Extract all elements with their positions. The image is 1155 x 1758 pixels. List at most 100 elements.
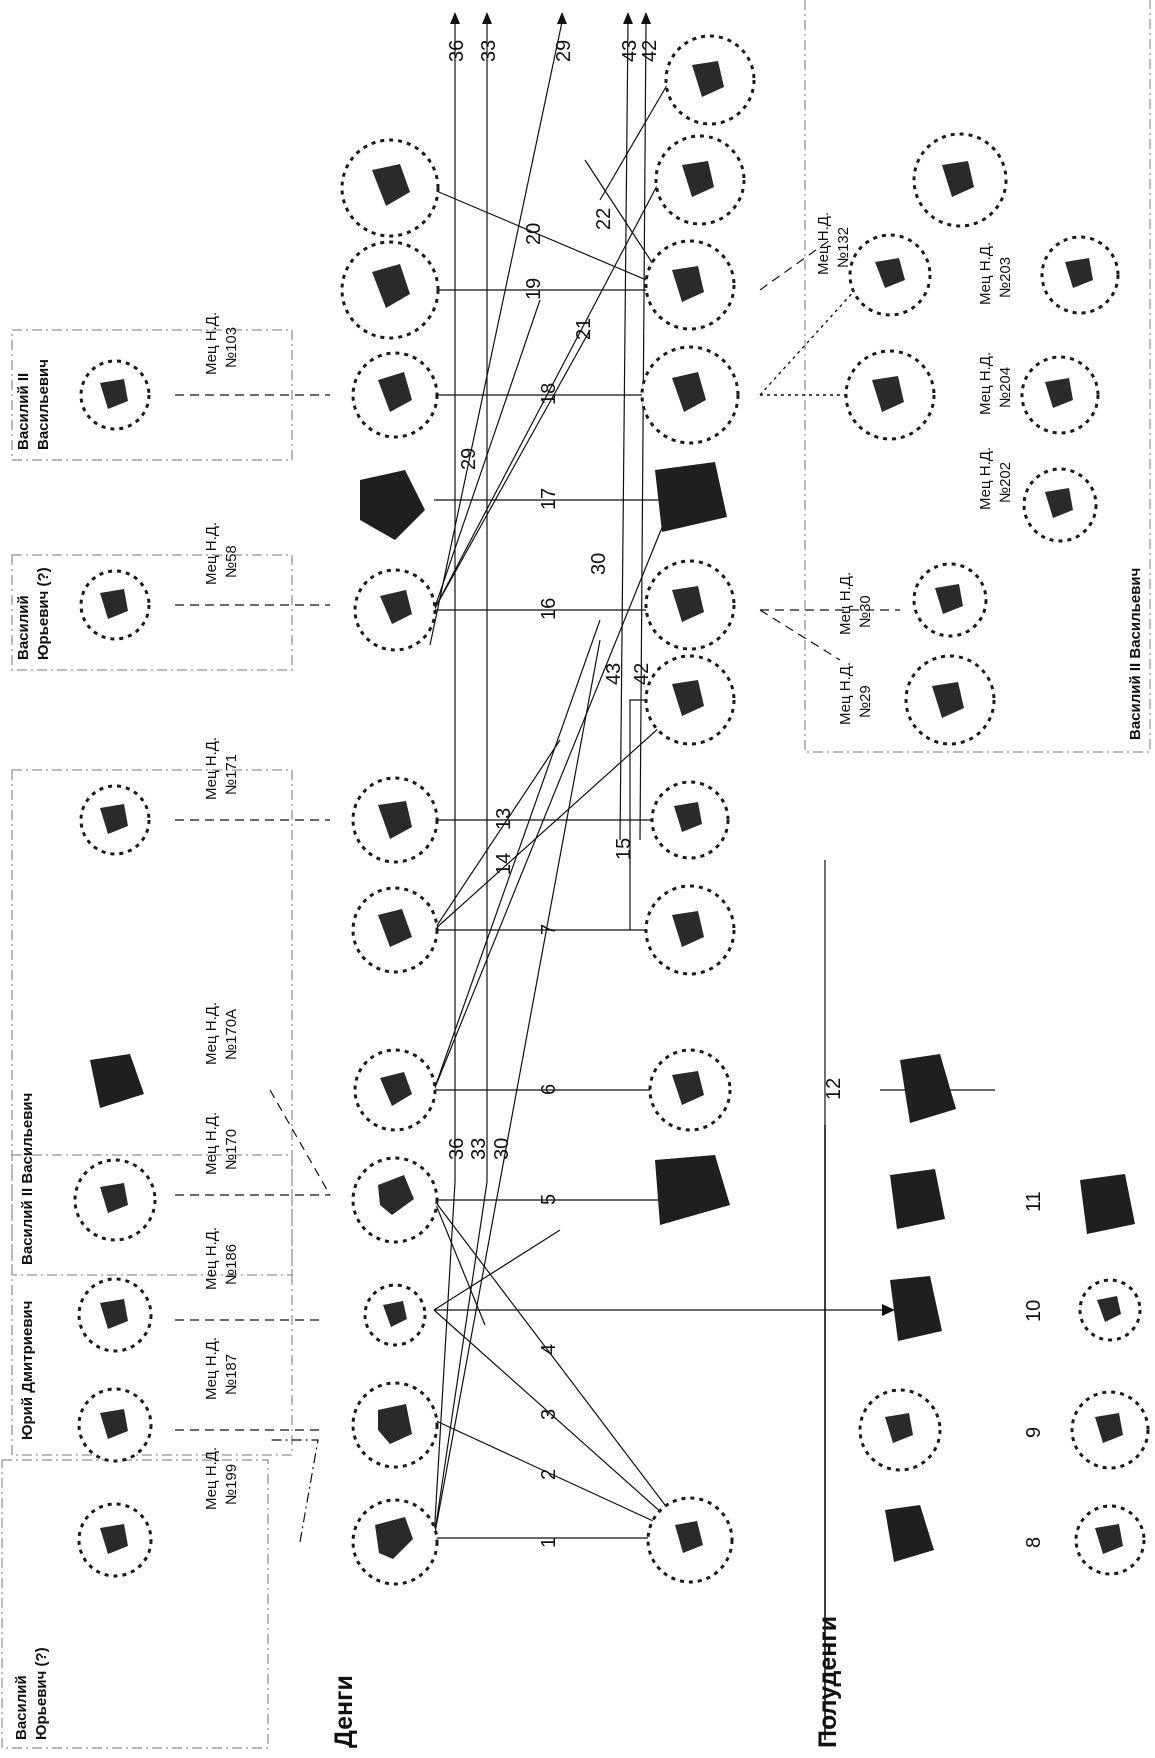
coin-den-2 [353, 1383, 437, 1467]
arrow-label-29: 29 [553, 40, 575, 62]
ref-170a-number: №170А [223, 1009, 240, 1060]
ref-132-author: Мец Н.Д. [815, 212, 832, 275]
coin-polu-12 [900, 1054, 956, 1123]
link-num-14: 14 [493, 853, 515, 875]
link-num-15: 15 [613, 838, 635, 860]
link-num-19: 19 [523, 278, 545, 300]
coin-ref-29 [906, 656, 994, 744]
coin-den-16 [355, 570, 435, 650]
link-num-42: 42 [631, 663, 653, 685]
ref-187-number: №187 [223, 1354, 240, 1395]
ruler-vasily-ii-right: Василий II Васильевич [1127, 568, 1144, 740]
link-num-30: 30 [588, 553, 610, 575]
ref-186-author: Мец Н.Д. [203, 1227, 220, 1290]
arrow-label-33: 33 [478, 40, 500, 62]
coin-den-4 [353, 1158, 437, 1242]
link-num-5: 5 [538, 1194, 560, 1205]
link-num-3: 3 [538, 1409, 560, 1420]
ruler-vasily-yurievich-top-1: Василий [15, 595, 32, 660]
coin-right-22 [666, 36, 754, 124]
coin-den-17 [360, 470, 425, 540]
coin-den-3 [365, 1285, 425, 1345]
coin-box-b [846, 351, 934, 439]
arrow-label-43: 43 [619, 40, 641, 62]
link-num-16: 16 [538, 598, 560, 620]
coin-ref-103 [81, 361, 149, 429]
ref-171-number: №171 [223, 754, 240, 795]
coin-den-7 [353, 888, 437, 972]
coin-den-19 [342, 242, 438, 338]
ref-103-author: Мец Н.Д. [203, 312, 220, 375]
coin-ref-187 [79, 1389, 151, 1461]
coin-polu-11b [1080, 1174, 1135, 1234]
arrow-top-labels: 36 33 29 43 42 [446, 40, 661, 62]
ruler-labels: Василий Юрьевич (?) Юрий Дмитриевич Васи… [13, 359, 1144, 1740]
coin-ref-170a [90, 1054, 144, 1108]
coin-right-21 [656, 136, 744, 224]
coin-right-7 [646, 886, 734, 974]
ref-186-number: №186 [223, 1244, 240, 1285]
ruler-vasily-ii-top-2: Васильевич [35, 359, 52, 450]
coin-ref-132 [914, 134, 1006, 226]
chain-label-36: 36 [446, 1138, 468, 1160]
coin-ref-171 [81, 786, 149, 854]
coin-ref-186 [79, 1279, 151, 1351]
coin-den-18 [353, 353, 437, 437]
link-num-2: 2 [538, 1469, 560, 1480]
ruler-vasily-yurievich-top-2: Юрьевич (?) [35, 567, 52, 660]
ref-170-number: №170 [223, 1129, 240, 1170]
coin-ref-204 [1022, 357, 1098, 433]
coin-den-20 [342, 140, 438, 236]
coin-polu-10a [890, 1276, 942, 1341]
ruler-yury-dmitrievich: Юрий Дмитриевич [19, 1301, 36, 1440]
ref-204-number: №204 [997, 367, 1014, 408]
ref-30-number: №30 [857, 595, 874, 628]
coin-polu-10b [1080, 1280, 1140, 1340]
link-num-10: 10 [1023, 1300, 1045, 1322]
coin-right-6 [650, 1050, 730, 1130]
coin-right-16 [646, 561, 734, 649]
ref-202-number: №202 [997, 462, 1014, 503]
coin-ref-170 [75, 1160, 155, 1240]
ref-170-author: Мец Н.Д. [203, 1112, 220, 1175]
link-num-22: 22 [593, 208, 615, 230]
ref-30-author: Мец Н.Д. [837, 572, 854, 635]
section-polu-dengi: Полуденги [814, 1616, 842, 1748]
section-dengi: Денги [330, 1675, 358, 1748]
chain-label-30: 30 [491, 1138, 513, 1160]
ref-203-author: Мец Н.Д. [977, 242, 994, 305]
ruler-vasily-ii-mid: Василий II Васильевич [19, 1093, 36, 1265]
link-num-43: 43 [603, 663, 625, 685]
coin-ref-30 [914, 564, 986, 636]
ruler-box-vasily-yurievich-top [12, 555, 292, 670]
ref-171-author: Мец Н.Д. [203, 737, 220, 800]
coin-right-18 [642, 347, 738, 443]
ref-29-number: №29 [857, 685, 874, 718]
coin-den-1 [353, 1500, 437, 1584]
link-num-20: 20 [523, 223, 545, 245]
ruler-vasily-ii-top-1: Василий II [15, 373, 32, 450]
ref-199-author: Мец Н.Д. [203, 1447, 220, 1510]
arrow-label-42: 42 [639, 40, 661, 62]
coin-den-13 [353, 778, 437, 862]
chain-label-33: 33 [468, 1138, 490, 1160]
ref-202-author: Мец Н.Д. [977, 447, 994, 510]
ref-187-author: Мец Н.Д. [203, 1337, 220, 1400]
coin-polu-8b [1076, 1506, 1144, 1574]
link-num-17: 17 [538, 488, 560, 510]
link-num-8: 8 [1023, 1537, 1045, 1548]
link-num-18: 18 [538, 383, 560, 405]
ruler-vasily-yurievich-left-1: Василий [13, 1675, 30, 1740]
link-num-21: 21 [573, 318, 595, 340]
link-num-12: 12 [823, 1078, 845, 1100]
coin-right-13 [652, 782, 728, 858]
coin-polu-11a [890, 1169, 945, 1229]
coin-ref-202 [1024, 469, 1096, 541]
link-num-13: 13 [493, 808, 515, 830]
ref-132-number: №132 [835, 227, 852, 268]
ref-29-author: Мец Н.Д. [837, 662, 854, 725]
link-num-9: 9 [1023, 1427, 1045, 1438]
coin-right-15 [646, 656, 734, 744]
